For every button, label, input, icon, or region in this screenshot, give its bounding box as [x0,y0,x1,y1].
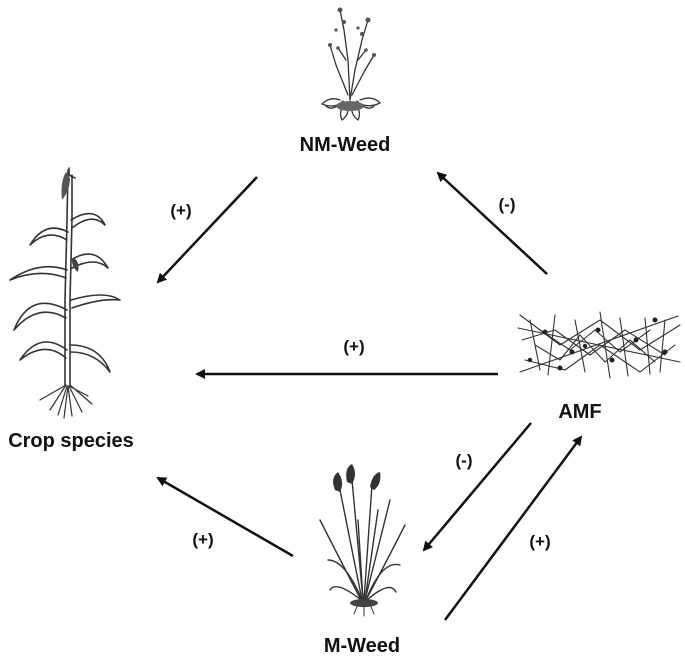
arrows [156,171,583,621]
amf-illustration [517,311,681,379]
arrow-m-weed-to-amf [443,435,583,621]
crop-illustration [9,167,121,419]
sign-nm-weed-to-crop: (+) [170,201,191,220]
arrow-nm-weed-to-crop [156,176,258,284]
m-weed-label: M-Weed [324,635,400,657]
arrow-amf-to-nm-weed [436,171,548,275]
amf-label: AMF [558,401,601,423]
sign-amf-to-m-weed: (-) [456,451,473,470]
sign-m-weed-to-crop: (+) [192,530,213,549]
m-weed-illustration [319,464,406,617]
sign-m-weed-to-amf: (+) [529,532,550,551]
sign-amf-to-crop: (+) [343,337,364,356]
arrow-amf-to-m-weed [422,422,532,552]
sign-amf-to-nm-weed: (-) [499,195,516,214]
arrow-m-weed-to-crop [156,476,294,558]
crop-species-label: Crop species [8,430,134,452]
nm-weed-illustration [321,7,381,121]
nm-weed-label: NM-Weed [300,134,391,156]
